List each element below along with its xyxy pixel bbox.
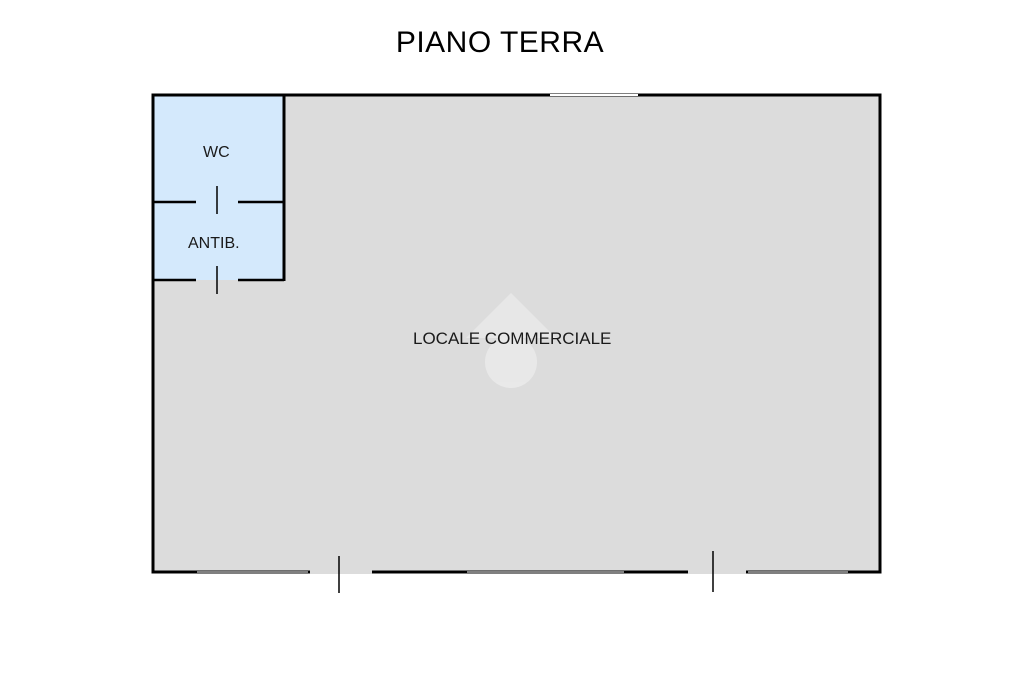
floor-title: PIANO TERRA	[395, 26, 605, 59]
label-locale-commerciale: LOCALE COMMERCIALE	[413, 329, 612, 348]
label-antibagno: ANTIB.	[188, 235, 240, 252]
room-antibagno	[153, 202, 284, 280]
room-wc	[153, 95, 284, 202]
label-wc: WC	[203, 144, 230, 161]
watermark-logo-icon	[466, 293, 556, 388]
